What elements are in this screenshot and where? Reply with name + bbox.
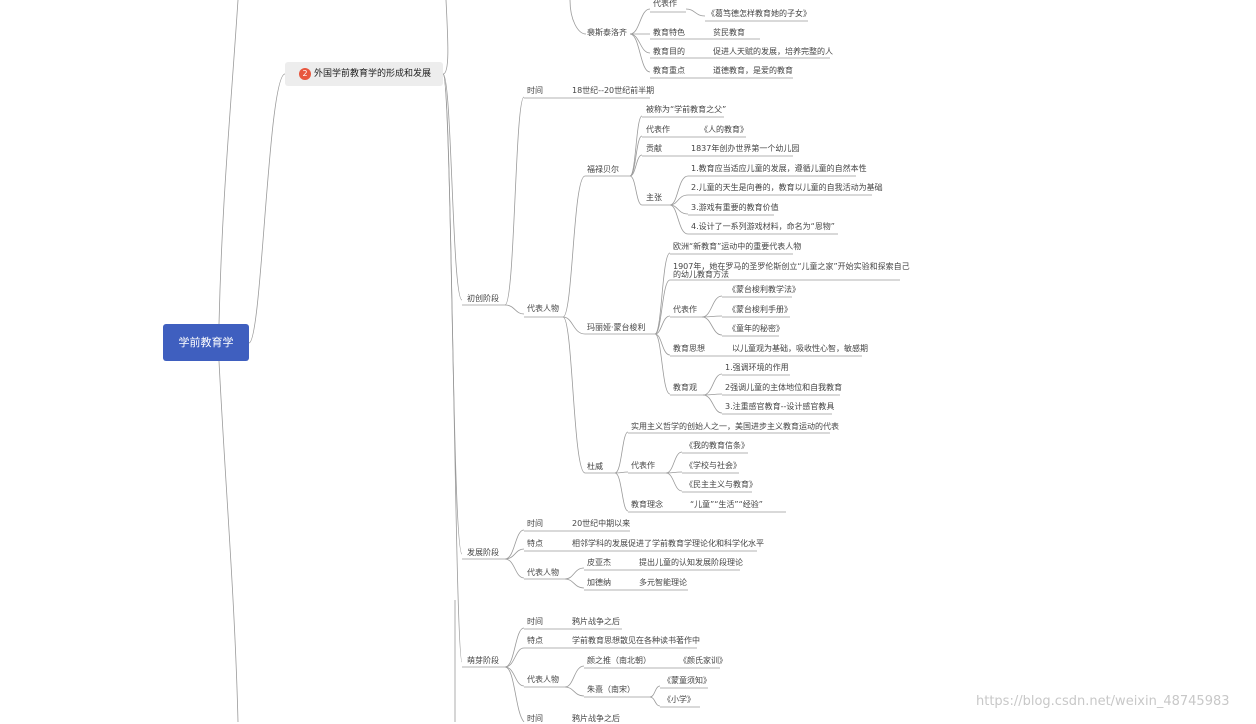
node-montessori-1907-line2[interactable]: 的幼儿教育方法: [673, 270, 729, 279]
node-time-label[interactable]: 时间: [527, 714, 543, 723]
node-piaget[interactable]: 皮亚杰: [587, 558, 611, 567]
node-education-feature-label[interactable]: 教育特色: [653, 28, 685, 37]
root-node[interactable]: 学前教育学: [163, 324, 249, 361]
node-works-label[interactable]: 代表作: [673, 305, 697, 314]
node-gardner-theory[interactable]: 多元智能理论: [639, 578, 687, 587]
node-froebel-title[interactable]: 被称为“学前教育之父”: [646, 105, 727, 114]
node-education-idea-label[interactable]: 教育理念: [631, 500, 663, 509]
node-feature-label[interactable]: 特点: [527, 539, 543, 548]
node-representatives-label[interactable]: 代表人物: [527, 675, 559, 684]
node-work-secret-of-childhood[interactable]: 《童年的秘密》: [728, 324, 784, 333]
node-yan-zhitui[interactable]: 颜之推（南北朝）: [587, 656, 651, 665]
node-time-mid-20th[interactable]: 20世纪中期以来: [572, 519, 631, 528]
node-works-label[interactable]: 代表作: [646, 125, 670, 134]
node-montessori-view-2[interactable]: 2强调儿童的主体地位和自我教育: [725, 383, 843, 392]
node-froebel-view-4[interactable]: 4.设计了一系列游戏材料，命名为“恩物”: [691, 222, 835, 231]
node-work-democracy-and-education[interactable]: 《民主主义与教育》: [685, 480, 757, 489]
node-work-montessori-handbook[interactable]: 《蒙台梭利手册》: [728, 305, 792, 314]
node-work-montessori-method[interactable]: 《蒙台梭利教学法》: [728, 285, 800, 294]
node-montessori[interactable]: 玛丽娅·蒙台梭利: [587, 323, 646, 332]
node-initial-stage[interactable]: 初创阶段: [467, 294, 499, 303]
node-montessori-view-1[interactable]: 1.强调环境的作用: [725, 363, 789, 372]
node-montessori-role[interactable]: 欧洲“新教育”运动中的重要代表人物: [673, 242, 802, 251]
node-zhu-xi[interactable]: 朱熹（南宋）: [587, 685, 635, 694]
node-time-after-opium-war[interactable]: 鸦片战争之后: [572, 714, 620, 723]
node-work-school-and-society[interactable]: 《学校与社会》: [685, 461, 741, 470]
watermark: https://blog.csdn.net/weixin_48745983: [976, 694, 1230, 709]
node-representatives-label[interactable]: 代表人物: [527, 568, 559, 577]
node-froebel-view-1[interactable]: 1.教育应当适应儿童的发展，遵循儿童的自然本性: [691, 164, 867, 173]
node-feature-development[interactable]: 相邻学科的发展促进了学前教育学理论化和科学化水平: [572, 539, 764, 548]
node-dewey[interactable]: 杜威: [587, 462, 603, 471]
node-work-yan-family-instructions[interactable]: 《颜氏家训》: [679, 656, 727, 665]
node-works-label[interactable]: 代表作: [653, 0, 677, 8]
node-development-stage[interactable]: 发展阶段: [467, 548, 499, 557]
node-work-xiaoxue[interactable]: 《小学》: [663, 695, 695, 704]
priority-badge: 2: [299, 67, 311, 80]
node-education-focus[interactable]: 道德教育，是爱的教育: [713, 66, 793, 75]
node-time-label[interactable]: 时间: [527, 86, 543, 95]
node-work-gertrude[interactable]: 《葛笃德怎样教育她的子女》: [707, 9, 811, 18]
node-time-label[interactable]: 时间: [527, 617, 543, 626]
node-sprout-stage[interactable]: 萌芽阶段: [467, 656, 499, 665]
node-time-label[interactable]: 时间: [527, 519, 543, 528]
node-gardner[interactable]: 加德纳: [587, 578, 611, 587]
node-work-my-pedagogic-creed[interactable]: 《我的教育信条》: [685, 441, 749, 450]
node-froebel-view-2[interactable]: 2.儿童的天生是向善的，教育以儿童的自我活动为基础: [691, 183, 883, 192]
node-feature-sprout[interactable]: 学前教育思想散见在各种读书著作中: [572, 636, 700, 645]
node-piaget-theory[interactable]: 提出儿童的认知发展阶段理论: [639, 558, 743, 567]
node-pestalozzi[interactable]: 裴斯泰洛齐: [587, 28, 627, 37]
node-work-mengtong-xuzhi[interactable]: 《蒙童须知》: [663, 676, 711, 685]
node-education-view-label[interactable]: 教育观: [673, 383, 697, 392]
node-dewey-role[interactable]: 实用主义哲学的创始人之一，美国进步主义教育运动的代表: [631, 422, 839, 431]
node-dewey-idea[interactable]: “儿童”“生活”“经验”: [690, 500, 763, 509]
node-contribution-label[interactable]: 贡献: [646, 144, 662, 153]
node-montessori-view-3[interactable]: 3.注重感官教育--设计感官教具: [725, 402, 835, 411]
node-representatives-label[interactable]: 代表人物: [527, 304, 559, 313]
node-feature-label[interactable]: 特点: [527, 636, 543, 645]
node-education-purpose-label[interactable]: 教育目的: [653, 47, 685, 56]
node-poor-education[interactable]: 贫民教育: [713, 28, 745, 37]
node-time-after-opium-war[interactable]: 鸦片战争之后: [572, 617, 620, 626]
branch-label: 外国学前教育学的形成和发展: [314, 69, 432, 79]
node-education-focus-label[interactable]: 教育重点: [653, 66, 685, 75]
node-education-purpose[interactable]: 促进人天赋的发展，培养完整的人: [713, 47, 833, 56]
node-froebel[interactable]: 福禄贝尔: [587, 165, 619, 174]
node-time-range[interactable]: 18世纪--20世纪前半期: [572, 86, 655, 95]
node-montessori-1907-line1[interactable]: 1907年，她在罗马的圣罗伦斯创立“儿童之家”开始实验和探索自己: [673, 262, 910, 271]
node-first-kindergarten[interactable]: 1837年创办世界第一个幼儿园: [691, 144, 800, 153]
node-proposition-label[interactable]: 主张: [646, 193, 662, 202]
node-works-label[interactable]: 代表作: [631, 461, 655, 470]
node-montessori-thought[interactable]: 以儿童观为基础，吸收性心智，敏感期: [732, 344, 868, 353]
node-froebel-view-3[interactable]: 3.游戏有重要的教育价值: [691, 203, 779, 212]
node-work-education-of-man[interactable]: 《人的教育》: [700, 125, 748, 134]
node-education-thought-label[interactable]: 教育思想: [673, 344, 705, 353]
